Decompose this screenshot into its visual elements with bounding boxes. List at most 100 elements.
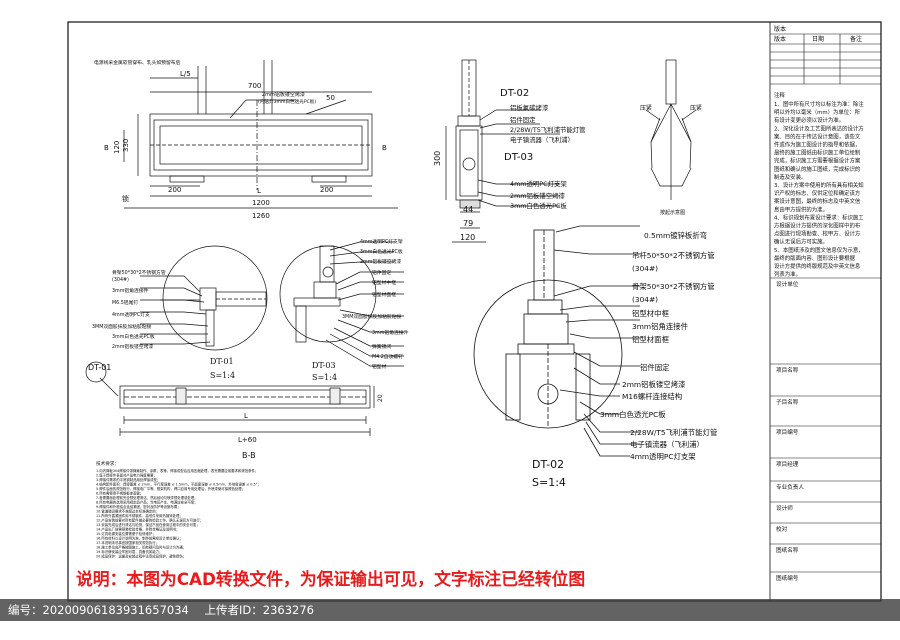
label-dt03-top: DT-03 bbox=[504, 152, 533, 163]
callout-white-pc-mid: 3mm白色透光PC板 bbox=[360, 248, 403, 255]
field-label: 设计单位 bbox=[776, 280, 799, 288]
callout-hanger-grade: (304#) bbox=[632, 264, 658, 273]
tech-line: 14.产品出厂前需预装检验合格，并附合格证及说明书； bbox=[96, 527, 179, 532]
note-line: 点图进行现场勘查、校甲方、设计方 bbox=[774, 230, 861, 238]
note-line: 列表为准。 bbox=[774, 270, 801, 278]
section-bb-title: B-B bbox=[242, 451, 256, 460]
cad-conversion-notice: 说明：本图为CAD转换文件，为保证输出可见，文字标注已经转位图 bbox=[76, 569, 585, 589]
id-value: 20200906183931657034 bbox=[42, 603, 189, 617]
note-line: 确认无误后方可实施。 bbox=[774, 238, 828, 246]
dim-l-front: L bbox=[257, 187, 261, 195]
tech-line: 16.所有材料以设计说明为准，制作前需经设计单位确认； bbox=[96, 536, 183, 541]
callout-pc-stand: 4mm透明PC灯支 bbox=[112, 311, 150, 318]
field-label: 专业负责人 bbox=[776, 483, 804, 491]
dim-700: 700 bbox=[248, 82, 261, 90]
callout-al-hollow: 2mm铝板镂空烤漆 bbox=[510, 191, 565, 200]
callout-profile: 铝型材 bbox=[372, 363, 387, 370]
install-diagram bbox=[645, 59, 697, 200]
detail-dt01 bbox=[140, 245, 268, 351]
callout-tape-mid: 3MM双面胶抹胶加粘胶粘接 bbox=[342, 313, 402, 320]
dim-44: 44 bbox=[463, 205, 473, 214]
callout-galv-sheet: 0.5mm镀锌板折弯 bbox=[644, 231, 707, 240]
callout-face-frame-large: 铝型材面框 bbox=[632, 335, 670, 344]
version-label: 版本 bbox=[774, 35, 786, 43]
tech-line: 7.各需要面处理前完全预处理清洁，然后经均匀喷漆预处理或处理； bbox=[96, 495, 198, 500]
callout-pc-bracket: 4mm透明PC灯支架 bbox=[510, 179, 567, 188]
callout-frame-grade-large: (304#) bbox=[632, 295, 658, 304]
uploader-value: 2363276 bbox=[262, 603, 314, 617]
outer-border bbox=[67, 21, 882, 602]
label-dt01-bb: DT-01 bbox=[88, 363, 111, 372]
tech-line: 17.本说明未尽事宜按国家相关规范执行； bbox=[96, 540, 159, 545]
tech-line: 18.施工单位应严格按图施工，如有疑问及时与设计方沟通； bbox=[96, 545, 186, 550]
callout-t5-lamp: 2/28W/T5飞利浦节能灯管 bbox=[510, 125, 586, 134]
field-label: 图纸名称 bbox=[776, 546, 799, 554]
callout-ballast-large: 电子镇流器（飞利浦） bbox=[630, 440, 704, 449]
tech-line: 8.所有电器的选用采用规定品产品，当电后产生、电源应安全可靠； bbox=[96, 500, 198, 505]
callout-screw: M4.2自攻螺钉 bbox=[372, 353, 403, 360]
field-label: 项目编号 bbox=[776, 428, 799, 436]
tech-line: 19.标识牌安装应牢固可靠，具备抗风能力； bbox=[96, 549, 162, 554]
scale-dt01: S=1:4 bbox=[210, 371, 235, 380]
title-block-frame bbox=[769, 21, 882, 602]
callout-pc-bracket-large: 4mm透明PC灯支架 bbox=[630, 452, 696, 461]
date-label: 日期 bbox=[812, 35, 824, 43]
dim-200-left: 200 bbox=[168, 186, 181, 194]
note-line: 案设计意图，最终的标志及中英文信 bbox=[774, 197, 861, 205]
general-notes: 注释 1、图中所有尺寸均以标注为准：除注明以外均以毫米（mm）为单位：所有设计变… bbox=[774, 91, 864, 278]
tech-line: 6.所有需使用不锈钢板体面管； bbox=[96, 491, 143, 496]
dim-1260: 1260 bbox=[252, 212, 270, 220]
callout-al-fixed: 铝件固定 bbox=[510, 115, 536, 124]
callout-hanger-tube: 吊杆50*50*2不锈钢方管 bbox=[632, 251, 715, 260]
detail-dt03-labels: 4mm透明PC灯支架 3mm白色透光PC板 2mm铝板镂空烤漆 铝件固定 铝型材… bbox=[312, 238, 409, 382]
callout-al-angle: 3mm铝角连接件 bbox=[112, 287, 149, 294]
uploader-label: 上传者ID： bbox=[204, 603, 263, 617]
callout-white-pc-large: 3mm白色透光PC板 bbox=[600, 410, 666, 419]
callout-double-tape: 3MM双面胶抹胶加粘胶粘接 bbox=[92, 323, 152, 330]
callout-frame-tube: 骨架50*30*2不锈钢方管 bbox=[112, 269, 166, 276]
tech-line: 10.管道铺设要求不准超过本标准确定的； bbox=[96, 509, 159, 514]
dim-l60: L+60 bbox=[238, 436, 257, 444]
label-dt01-detail: DT-01 bbox=[210, 357, 234, 366]
tech-requirements: 技术要求： 1.向内弹板304焊接件带弹簧制作、涂覆、表等。焊接成型后应用压缩处… bbox=[96, 460, 261, 559]
note-line: 完成，标识施工方需要根据设计方案 bbox=[774, 157, 861, 165]
label-dt03-detail: DT-03 bbox=[312, 361, 336, 370]
callout-spring-lock: 弹簧锁闭 bbox=[372, 343, 391, 350]
remarks-label: 备注 bbox=[850, 35, 862, 43]
scale-dt03: S=1:4 bbox=[312, 373, 337, 382]
callout-fluorocarbon: 铝板氟碳烤漆 bbox=[510, 103, 549, 112]
notes-title: 注释 bbox=[774, 91, 785, 99]
callout-al-fixed-large: 铝件固定 bbox=[640, 363, 670, 372]
note-line: 息由甲方提供的为准。 bbox=[774, 205, 828, 213]
dim-l-bb: L bbox=[244, 412, 248, 420]
tech-line: 20.成品保护：运输及安装过程中注意成品保护，避免损伤； bbox=[96, 554, 186, 559]
note-line: 识产权的标志、仅供定位和确定该方 bbox=[774, 189, 861, 197]
callout-white-pc-left: 3mm白色透光PC板 bbox=[112, 333, 155, 340]
tech-line: 12.产品安装前要对所有配件做必要的检验工作，确认无误后方可进行； bbox=[96, 518, 203, 523]
callout-angle-large: 3mm铝角连接件 bbox=[632, 322, 689, 331]
section-mark-b-right: B bbox=[382, 144, 387, 152]
note-line: 件或作为施工图设计的指导和依据， bbox=[774, 141, 860, 149]
scale-dt02: S=1:4 bbox=[532, 476, 566, 489]
tech-line: 4.结构配件面积：焊接图差 ≤ 2mm，平行度误差 ≤ 1.5mm，平面度误差 … bbox=[96, 482, 261, 487]
dim-120: 120 bbox=[113, 141, 121, 154]
note-line: 1、图中所有尺寸均以标注为准：除注 bbox=[774, 100, 864, 108]
dim-50: 50 bbox=[326, 94, 335, 102]
callout-frame-tube-large: 骨架50*30*2不锈钢方管 bbox=[632, 282, 715, 291]
field-label: 项目经理 bbox=[776, 460, 799, 468]
field-label: 子目名称 bbox=[776, 398, 799, 406]
callout-al-hollow-left: 2mm铝板镂空烤漆 bbox=[112, 343, 153, 350]
note-line: 明以外均以毫米（mm）为单位：所 bbox=[774, 108, 861, 116]
callout-rivet: M6.5铝尾钉 bbox=[112, 299, 138, 306]
note-line: 2、深化设计及工艺图所表达的设计方 bbox=[774, 124, 864, 132]
lock-label: 锁 bbox=[122, 194, 129, 203]
install-caption: 按起示意图 bbox=[660, 209, 685, 216]
dim-330: 330 bbox=[122, 139, 130, 152]
detail-dt01-labels: 骨架50*30*2不锈钢方管 (304#) 3mm铝角连接件 M6.5铝尾钉 4… bbox=[92, 269, 235, 380]
detail-dt02 bbox=[473, 225, 640, 457]
tech-line: 9.焊接件和外框结合连结紧固，密封及防护等设施布置； bbox=[96, 504, 181, 509]
note-line: 制造及安装。 bbox=[774, 173, 806, 181]
